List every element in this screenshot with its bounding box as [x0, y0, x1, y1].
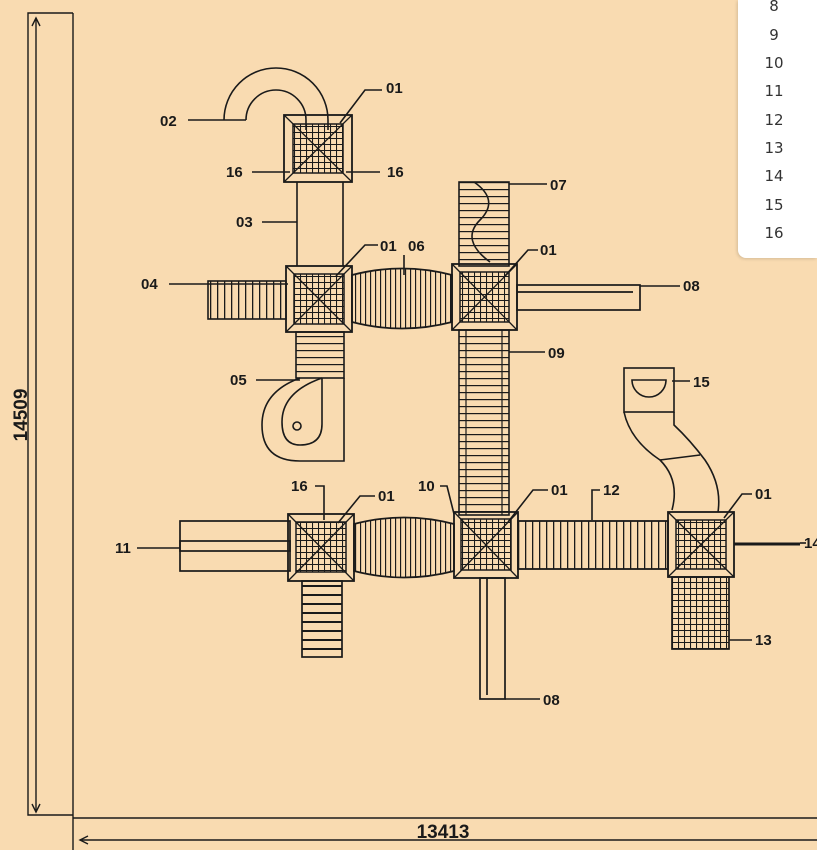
- callout-01-right: 01: [540, 242, 557, 259]
- leader-lines: [137, 89, 806, 700]
- callout-16-left: 16: [226, 164, 243, 181]
- dimension-width-label: 13413: [417, 822, 470, 843]
- callout-11: 11: [115, 540, 131, 557]
- callout-14: 14: [804, 535, 817, 552]
- callout-08-bottom: 08: [543, 692, 560, 709]
- tower-platform-bottom-right: [667, 511, 735, 578]
- callout-09: 09: [548, 345, 565, 362]
- slide-11: [179, 520, 291, 572]
- callout-06: 06: [408, 238, 425, 255]
- legend-item: 11: [764, 82, 784, 100]
- callout-15: 15: [693, 374, 710, 391]
- tunnel-03: [296, 182, 344, 266]
- callout-01-bottom-right: 01: [755, 486, 772, 503]
- bridge-12: [517, 520, 669, 570]
- tower-platform-top: [283, 114, 353, 183]
- legend-item: 8: [769, 0, 779, 15]
- climbing-net-13: [671, 576, 730, 650]
- callout-01-left: 01: [380, 238, 397, 255]
- ladder-bottom-left: [301, 580, 343, 658]
- callout-02: 02: [160, 113, 177, 130]
- dimension-height-label: 14509: [11, 389, 32, 442]
- legend-item: 12: [764, 111, 784, 129]
- callout-04: 04: [141, 276, 158, 293]
- tube-slide-15: [623, 367, 720, 513]
- callout-01-top: 01: [386, 80, 403, 97]
- callout-13: 13: [755, 632, 772, 649]
- callout-01-bottom-center: 01: [551, 482, 568, 499]
- spiral-slide-05: [261, 377, 345, 462]
- legend-item: 13: [764, 139, 784, 157]
- legend-item: 10: [764, 54, 784, 72]
- long-bridge-09: [458, 329, 510, 516]
- legend-item: 9: [769, 26, 779, 44]
- climbing-wall-07: [458, 181, 510, 267]
- legend-item: 16: [764, 224, 784, 242]
- bridge-06: [351, 267, 453, 330]
- legend-item: 14: [764, 167, 784, 185]
- callout-05: 05: [230, 372, 247, 389]
- callout-01-bottom-left: 01: [378, 488, 395, 505]
- callout-07: 07: [550, 177, 567, 194]
- legend-panel: 8 9 10 11 12 13 14 15 16: [738, 0, 817, 258]
- curved-slide-02: [223, 67, 329, 130]
- callout-16-bottom: 16: [291, 478, 308, 495]
- legend-item: 15: [764, 196, 784, 214]
- callout-16-right: 16: [387, 164, 404, 181]
- callout-12: 12: [603, 482, 620, 499]
- callout-03: 03: [236, 214, 253, 231]
- tower-platform-right: [451, 263, 518, 331]
- callout-10: 10: [418, 478, 435, 495]
- callout-08-top: 08: [683, 278, 700, 295]
- bridge-10: [353, 516, 455, 579]
- tower-platform-bottom-left: [287, 513, 355, 582]
- ladder-04: [207, 280, 287, 320]
- tower-platform-left: [285, 265, 353, 333]
- slide-08-bottom: [479, 577, 506, 700]
- slide-08-top: [516, 284, 641, 311]
- steps-05: [295, 331, 345, 379]
- dimension-frame: [27, 12, 817, 850]
